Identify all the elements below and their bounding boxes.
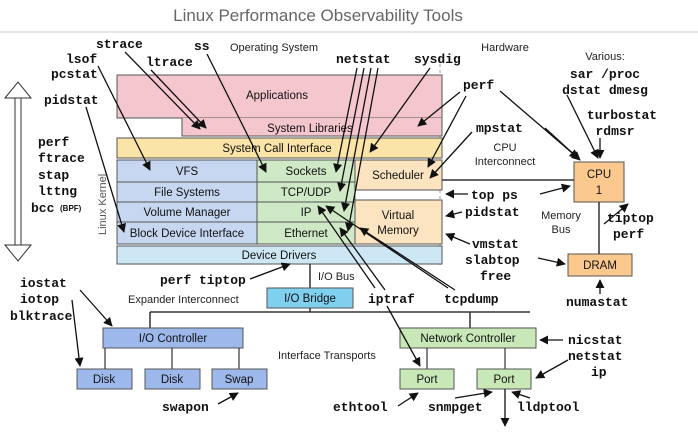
tool-lttng: lttng xyxy=(38,184,77,199)
file-systems-label: File Systems xyxy=(154,187,220,199)
tool-ftrace: ftrace xyxy=(38,151,85,166)
cpu-box xyxy=(573,161,625,203)
port-1-label: Port xyxy=(416,374,438,386)
tool-lsof: lsof xyxy=(66,52,97,67)
tool-arrows xyxy=(71,51,629,407)
tool-nicstat: nicstat xyxy=(568,333,623,348)
cpu-label-1: CPU xyxy=(587,169,611,181)
port-1-box xyxy=(399,368,455,390)
tool-ltrace: ltrace xyxy=(146,55,193,70)
io-bridge-label: I/O Bridge xyxy=(284,293,336,305)
io-controller-box xyxy=(102,327,244,349)
tool-mpstat: mpstat xyxy=(476,121,523,136)
memory-bus-label-2: Bus xyxy=(552,224,571,236)
tool-tiptop: tiptop xyxy=(607,211,654,226)
cpu-interconnect-label-2: Interconnect xyxy=(475,156,536,168)
tool-perf-tiptop: perf tiptop xyxy=(160,273,246,288)
tool-iostat: iostat xyxy=(20,276,67,291)
diagram-title: Linux Performance Observability Tools xyxy=(173,6,463,25)
linux-kernel-label: Linux Kernel xyxy=(97,174,109,235)
tool-rdmsr: rdmsr xyxy=(595,124,634,139)
virtual-memory-label-2: Memory xyxy=(377,225,419,237)
tool-free: free xyxy=(480,269,511,284)
tool-slabtop: slabtop xyxy=(465,253,520,268)
network-controller-box xyxy=(399,327,537,349)
tool-bcc: bcc xyxy=(31,201,55,216)
tool-stap: stap xyxy=(38,168,69,183)
ethernet-label: Ethernet xyxy=(284,228,328,240)
tool-blktrace: blktrace xyxy=(10,309,73,324)
volume-manager-label: Volume Manager xyxy=(144,207,231,219)
cpu-label-2: 1 xyxy=(596,185,602,197)
block-device-interface-label: Block Device Interface xyxy=(130,228,244,240)
tool-perf-right: perf xyxy=(463,78,494,93)
tool-netstat-bottom: netstat xyxy=(568,349,623,364)
tool-perf-cpu: perf xyxy=(613,227,644,242)
tool-ip: ip xyxy=(591,365,607,380)
tool-numastat: numastat xyxy=(566,295,628,310)
tool-pcstat: pcstat xyxy=(51,67,98,82)
cpu-interconnect-label-1: CPU xyxy=(493,142,516,154)
port-2-box xyxy=(476,368,532,390)
io-bus-label: I/O Bus xyxy=(318,271,355,283)
port-2-label: Port xyxy=(493,374,515,386)
virtual-memory-box xyxy=(354,199,443,245)
tool-vmstat: vmstat xyxy=(472,237,519,252)
tool-sysdig: sysdig xyxy=(414,52,461,67)
expander-interconnect-label: Expander Interconnect xyxy=(128,294,239,306)
various-label: Various: xyxy=(585,51,625,63)
scheduler-label: Scheduler xyxy=(372,170,424,182)
disk-1-box xyxy=(76,368,133,390)
applications-label: Applications xyxy=(246,90,308,102)
operating-system-label: Operating System xyxy=(230,42,318,54)
tool-snmpget: snmpget xyxy=(428,400,483,415)
scheduler-box xyxy=(354,159,443,191)
device-drivers-box xyxy=(116,245,443,265)
device-drivers-label: Device Drivers xyxy=(242,250,317,262)
tool-iotop: iotop xyxy=(20,292,59,307)
tool-perf-left: perf xyxy=(38,135,69,150)
virtual-memory-label-1: Virtual xyxy=(382,210,414,222)
tool-bpf: (BPF) xyxy=(60,204,82,213)
network-controller-label: Network Controller xyxy=(420,333,515,345)
system-call-interface-box xyxy=(116,137,443,159)
tcp-udp-label: TCP/UDP xyxy=(281,187,332,199)
system-call-interface-label: System Call Interface xyxy=(222,143,331,155)
swap-label: Swap xyxy=(225,374,254,386)
hardware-label: Hardware xyxy=(481,42,529,54)
tool-various-1: sar /proc xyxy=(570,67,640,82)
disk-2-box xyxy=(144,368,201,390)
tool-swapon: swapon xyxy=(162,400,209,415)
tool-pidstat-left: pidstat xyxy=(44,93,99,108)
tool-turbostat: turbostat xyxy=(587,108,657,123)
disk-1-label: Disk xyxy=(93,374,116,386)
tool-top-ps: top ps xyxy=(471,188,518,203)
tool-iptraf: iptraf xyxy=(368,292,415,307)
applications-box xyxy=(116,74,443,119)
disk-2-label: Disk xyxy=(161,374,184,386)
tool-various-2: dstat dmesg xyxy=(562,83,648,98)
ip-label: IP xyxy=(301,207,312,219)
io-controller-label: I/O Controller xyxy=(139,333,208,345)
dram-box xyxy=(567,253,633,277)
system-libraries-box xyxy=(181,118,443,137)
tool-tcpdump: tcpdump xyxy=(444,292,499,307)
system-libraries-label: System Libraries xyxy=(267,123,353,135)
tool-lldptool: lldptool xyxy=(517,400,580,415)
tool-strace: strace xyxy=(96,37,143,52)
memory-bus-label-1: Memory xyxy=(541,210,581,222)
tool-pidstat-right: pidstat xyxy=(465,205,520,220)
interface-transports-label: Interface Transports xyxy=(278,350,376,362)
tool-ss: ss xyxy=(194,39,210,54)
tool-ethtool: ethtool xyxy=(333,400,388,415)
swap-box xyxy=(211,368,268,390)
sockets-label: Sockets xyxy=(286,166,327,178)
kernel-range-arrow xyxy=(3,81,33,262)
vfs-label: VFS xyxy=(176,166,199,178)
tool-netstat-top: netstat xyxy=(336,52,391,67)
dram-label: DRAM xyxy=(583,260,617,272)
